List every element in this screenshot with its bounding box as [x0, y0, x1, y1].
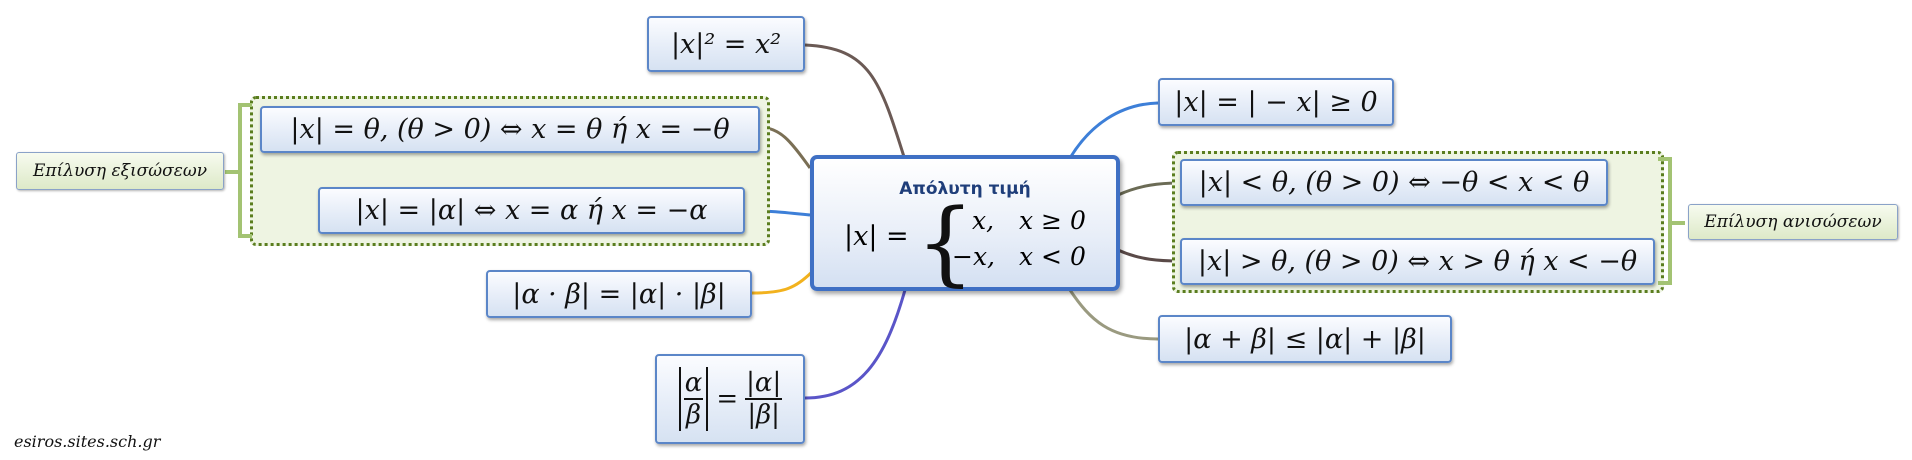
case1-expr: x, [972, 206, 995, 235]
connector-ineq1 [1117, 181, 1181, 197]
equations-label[interactable]: Επίλυση εξισώσεων [16, 152, 224, 190]
connector-neg [1068, 101, 1159, 159]
fraction-num-right: |α| [746, 368, 782, 398]
inequalities-label[interactable]: Επίλυση ανισώσεων [1688, 204, 1898, 240]
case2-expr: −x, [952, 242, 995, 271]
node-eq1[interactable]: |x| = θ, (θ > 0) ⇔ x = θ ή x = −θ [260, 106, 760, 153]
central-topic[interactable]: Απόλυτη τιμή |x| = { x, x ≥ 0 −x, x < 0 [810, 155, 1120, 291]
case1-cond: x ≥ 0 [1019, 206, 1086, 235]
inequalities-bracket-stub [1670, 221, 1685, 225]
abs-bar-left [678, 367, 681, 431]
node-neg[interactable]: |x| = | − x| ≥ 0 [1158, 78, 1394, 126]
central-brace: { [916, 189, 975, 296]
fraction-num-left: α [684, 368, 703, 398]
equations-bracket-stub [225, 170, 240, 174]
equations-bracket [238, 103, 252, 238]
fraction-equals: = [716, 384, 739, 414]
node-triangle[interactable]: |α + β| ≤ |α| + |β| [1158, 315, 1452, 363]
node-fraction[interactable]: α β = |α| |β| [655, 354, 805, 444]
fraction-left: α β [683, 368, 705, 430]
node-eq2[interactable]: |x| = |α| ⇔ x = α ή x = −α [318, 187, 745, 234]
node-ineq1[interactable]: |x| < θ, (θ > 0) ⇔ −θ < x < θ [1180, 159, 1608, 206]
node-product[interactable]: |α · β| = |α| · |β| [486, 270, 752, 318]
case2-cond: x < 0 [1019, 242, 1086, 271]
central-lhs: |x| = [844, 221, 909, 252]
node-square[interactable]: |x|² = x² [647, 16, 805, 72]
connector-fraction [804, 289, 907, 400]
connector-square [804, 43, 907, 161]
abs-bar-right [706, 367, 709, 431]
central-title: Απόλυτη τιμή [899, 179, 1031, 199]
connector-product [751, 270, 814, 295]
fraction-den-right: |β| [745, 398, 782, 430]
node-ineq2[interactable]: |x| > θ, (θ > 0) ⇔ x > θ ή x < −θ [1180, 238, 1655, 285]
footer-url: esiros.sites.sch.gr [14, 432, 161, 451]
fraction-right: |α| |β| [744, 368, 783, 430]
connector-triangle [1068, 289, 1159, 341]
connector-ineq2 [1117, 248, 1181, 263]
fraction-den-left: β [684, 398, 704, 430]
